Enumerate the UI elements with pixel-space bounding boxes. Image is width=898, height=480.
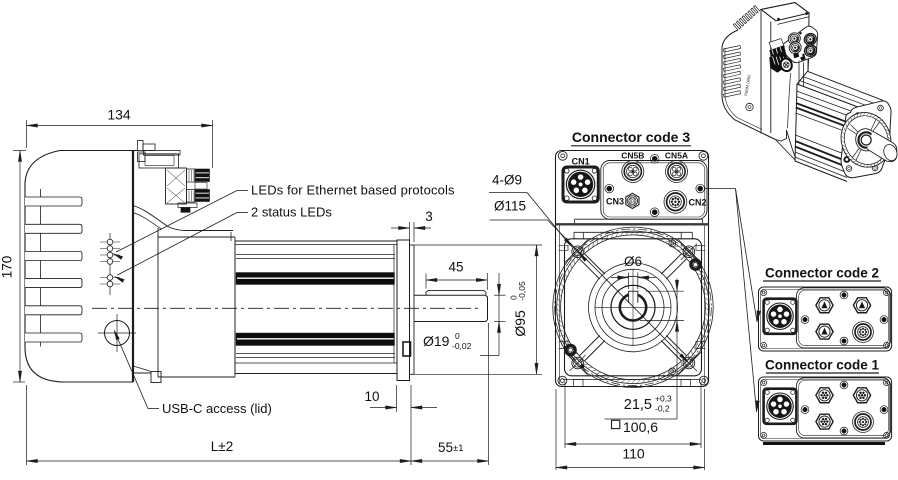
svg-text:45: 45 [448, 260, 463, 275]
svg-text:170: 170 [0, 256, 15, 279]
svg-text:134: 134 [107, 107, 131, 123]
svg-text:110: 110 [622, 446, 645, 462]
svg-text:-0,05: -0,05 [517, 281, 527, 301]
svg-text:2 status LEDs: 2 status LEDs [251, 205, 332, 220]
svg-text:USB-C access (lid): USB-C access (lid) [162, 401, 272, 416]
svg-text:L±2: L±2 [211, 439, 233, 454]
svg-text:Connector code 3: Connector code 3 [572, 129, 690, 145]
svg-text:3: 3 [425, 209, 433, 224]
svg-text:CN5B: CN5B [621, 151, 644, 161]
svg-text:0: 0 [509, 295, 519, 300]
svg-text:CN5A: CN5A [665, 151, 688, 161]
svg-text:0: 0 [455, 331, 460, 341]
svg-text:Ø19: Ø19 [423, 333, 450, 349]
svg-text:Connector code 2: Connector code 2 [765, 266, 879, 281]
svg-text:-0,2: -0,2 [655, 404, 670, 414]
svg-text:CN2: CN2 [688, 198, 706, 208]
svg-text:-0,02: -0,02 [452, 341, 472, 351]
svg-text:Connector code 1: Connector code 1 [765, 358, 880, 373]
svg-text:21,5: 21,5 [624, 397, 652, 413]
svg-text:R88M 0890: R88M 0890 [743, 74, 752, 97]
svg-text:CN3: CN3 [606, 197, 624, 207]
svg-text:100,6: 100,6 [623, 419, 658, 435]
svg-text:Ø6: Ø6 [624, 254, 642, 269]
svg-text:Ø115: Ø115 [494, 199, 526, 214]
svg-text:10: 10 [364, 389, 379, 404]
svg-text:CN1: CN1 [572, 157, 590, 167]
svg-text:LEDs for Ethernet based protoc: LEDs for Ethernet based protocols [251, 183, 455, 198]
svg-text:55±1: 55±1 [438, 440, 464, 455]
svg-text:Ø95: Ø95 [512, 310, 528, 337]
svg-text:4-Ø9: 4-Ø9 [492, 173, 522, 188]
svg-text:+0,3: +0,3 [655, 394, 672, 404]
